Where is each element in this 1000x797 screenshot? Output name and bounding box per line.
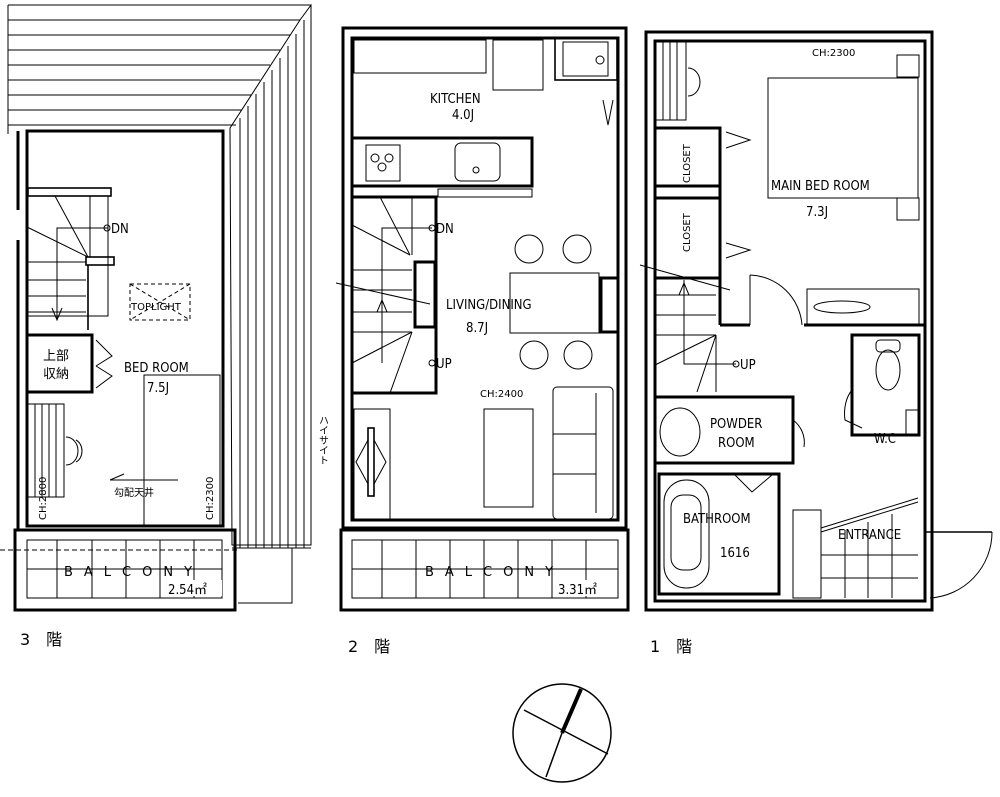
entrance-1f: ENTRANCE — [792, 497, 993, 599]
stair-up-label: UP — [740, 358, 756, 373]
balcony-area: 3.31㎡ — [558, 583, 597, 598]
balcony-3f: BALCONY 2.54㎡ — [0, 528, 238, 612]
high-side-label: ハイサイト — [317, 415, 329, 465]
balcony-2f: BALCONY 3.31㎡ — [339, 528, 630, 612]
powder-room-label-2: ROOM — [718, 436, 755, 451]
entrance-label: ENTRANCE — [838, 528, 901, 543]
powder-room-label-1: POWDER — [710, 417, 762, 432]
stair-2f: DN UP — [335, 195, 454, 395]
stair-3f: DN — [26, 187, 129, 330]
ch-label: CH:2400 — [480, 389, 523, 400]
bed-room-label: BED ROOM — [124, 361, 189, 376]
balcony-area: 2.54㎡ — [168, 583, 207, 598]
closet-1-label: CLOSET — [682, 143, 693, 183]
bathroom-size: 1616 — [720, 546, 750, 561]
north-compass-icon — [512, 683, 612, 783]
floor-3-plan: DN 上部 収納 TOPLIGHT BED ROOM 7.5J CH:2300 … — [0, 4, 312, 649]
balcony-label: BALCONY — [64, 565, 203, 580]
stair-1f: UP — [639, 264, 756, 393]
balcony-label: BALCONY — [425, 565, 564, 580]
floor-1-plan: CH:2300 MAIN BED ROOM 7.3J CLOSET CLOSET — [639, 30, 993, 656]
ch-left-label: CH:2800 — [38, 477, 49, 520]
ch-right-label: CH:2300 — [205, 477, 216, 520]
floor-2-plan: KITCHEN 4.0J DN UP — [317, 26, 630, 656]
living-dining-size: 8.7J — [466, 321, 488, 336]
desk-3f — [27, 403, 83, 498]
living-dining-label: LIVING/DINING — [446, 298, 532, 313]
stair-dn-label: DN — [111, 222, 129, 237]
sloped-ceiling-label: 勾配天井 — [114, 486, 154, 499]
toplight-label: TOPLIGHT — [130, 302, 182, 313]
floor-1-label: 1 階 — [650, 637, 692, 656]
bathroom-label: BATHROOM — [683, 512, 751, 527]
storage-label-1: 上部 — [43, 349, 69, 364]
stair-up-label: UP — [436, 357, 452, 372]
main-bed-room-size: 7.3J — [806, 205, 828, 220]
wc-label: W.C — [874, 432, 896, 447]
floor-2-label: 2 階 — [348, 637, 390, 656]
stair-dn-label: DN — [436, 222, 454, 237]
floor-3-label: 3 階 — [20, 630, 62, 649]
roof-hatch — [7, 4, 312, 604]
kitchen-label: KITCHEN — [430, 92, 481, 107]
kitchen-size: 4.0J — [452, 108, 474, 123]
ch-label: CH:2300 — [812, 48, 855, 59]
closet-2-label: CLOSET — [682, 212, 693, 252]
main-bed-room-label: MAIN BED ROOM — [771, 179, 870, 194]
bed-room-size: 7.5J — [147, 381, 169, 396]
storage-label-2: 収納 — [43, 367, 69, 382]
